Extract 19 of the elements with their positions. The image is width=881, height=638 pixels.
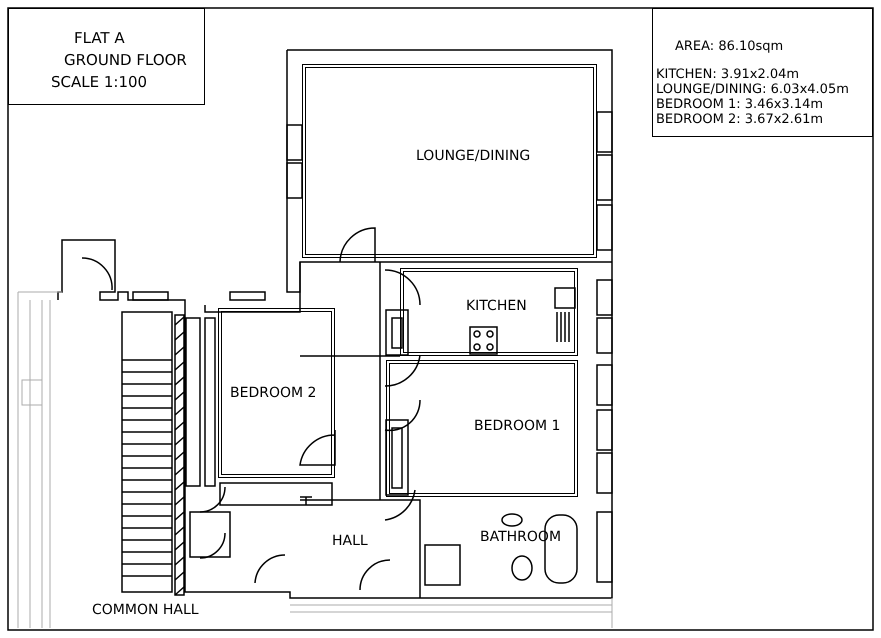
room-outline: [386, 360, 578, 497]
room-size-text: KITCHEN: 3.91x2.04m: [656, 67, 800, 82]
area-text: AREA: 86.10sqm: [675, 39, 784, 54]
title-block: [8, 8, 205, 105]
room-label: BEDROOM 2: [230, 385, 316, 401]
room-size-text: BEDROOM 1: 3.46x3.14m: [656, 97, 824, 112]
room-label: BEDROOM 1: [474, 418, 560, 434]
room-outline: [218, 308, 335, 478]
title-text: GROUND FLOOR: [64, 51, 187, 69]
title-text: SCALE 1:100: [51, 73, 148, 91]
room-outline: [302, 64, 597, 258]
room-size-text: BEDROOM 2: 3.67x2.61m: [656, 112, 824, 127]
room-outline: [400, 268, 578, 356]
title-text: FLAT A: [74, 29, 125, 47]
room-label: LOUNGE/DINING: [416, 148, 530, 164]
room-size-text: LOUNGE/DINING: 6.03x4.05m: [656, 82, 849, 97]
room-label: KITCHEN: [466, 298, 527, 314]
area-schedule-panel: [652, 8, 873, 137]
room-label: HALL: [332, 533, 368, 549]
